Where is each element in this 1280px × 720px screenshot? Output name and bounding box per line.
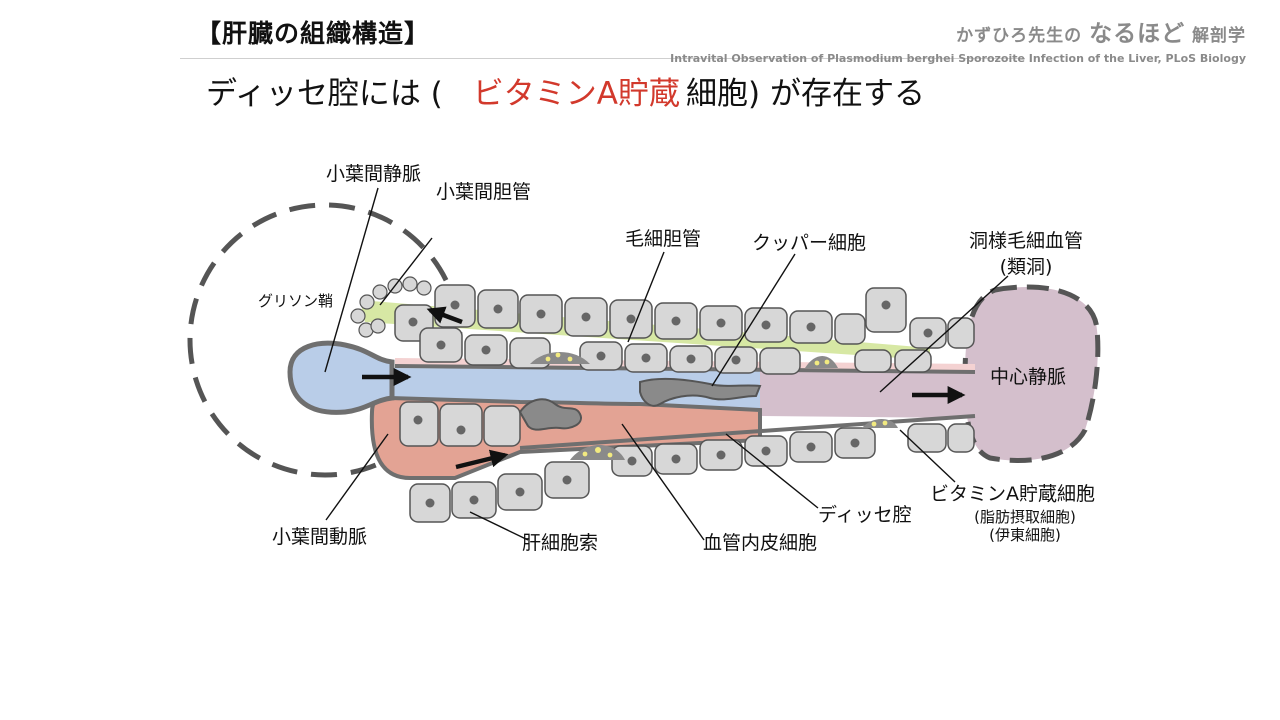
brand-logo: かずひろ先生の なるほど 解剖学: [670, 14, 1246, 48]
label-kupffer-cell: クッパー細胞: [752, 232, 867, 254]
interlobular-vein: [287, 340, 395, 415]
title-divider: [180, 58, 1025, 59]
label-bile-canaliculus: 毛細胆管: [625, 228, 702, 250]
label-ito-cell: (伊東細胞): [989, 526, 1061, 544]
slide-title: 【肝臓の組織構造】: [196, 19, 431, 48]
kupffer-cell: [639, 377, 762, 407]
vitamin-a-storing-cells: [530, 352, 898, 460]
hepatocyte-nuclei-lower: [413, 415, 860, 508]
flow-arrows: [362, 306, 966, 470]
label-central-vein: 中心静脈: [990, 366, 1067, 388]
fill-in-sentence: ディッセ腔には ( ビタミンA貯蔵細胞) が存在する: [206, 68, 925, 113]
sentence-prefix: ディッセ腔には (: [206, 76, 443, 112]
label-hepatic-cord: 肝細胞索: [522, 532, 599, 554]
hepatocyte-nuclei-upper: [408, 300, 933, 365]
sentence-answer: ビタミンA貯蔵: [472, 76, 680, 112]
label-fat-storing-cell: (脂肪摂取細胞): [974, 508, 1076, 526]
label-endothelial-cell: 血管内皮細胞: [703, 532, 818, 554]
label-interlobular-artery: 小葉間動脈: [272, 526, 368, 548]
leader-lines: [324, 187, 1009, 541]
label-sinusoid-alt: (類洞): [999, 256, 1053, 278]
brand-small: かずひろ先生の: [956, 26, 1083, 46]
sentence-suffix: 細胞) が存在する: [686, 76, 925, 112]
label-interlobular-bile-duct: 小葉間胆管: [436, 181, 532, 203]
endothelium-lower: [519, 414, 976, 450]
sinusoid-venous-part: [760, 370, 975, 418]
label-interlobular-vein: 小葉間静脈: [326, 163, 422, 185]
label-glisson-sheath: グリソン鞘: [258, 292, 334, 310]
brand-big: なるほど: [1089, 21, 1186, 47]
brand-block: かずひろ先生の なるほど 解剖学 Intravital Observation …: [670, 14, 1246, 65]
brand-tail: 解剖学: [1192, 26, 1246, 46]
label-disse-space: ディッセ腔: [818, 504, 912, 526]
source-citation: Intravital Observation of Plasmodium ber…: [670, 52, 1246, 65]
label-vitamin-a-storing-cell: ビタミンA貯蔵細胞: [930, 483, 1095, 505]
kupffer-cell-portal: [518, 398, 582, 431]
label-sinusoid: 洞様毛細血管: [968, 230, 1083, 252]
